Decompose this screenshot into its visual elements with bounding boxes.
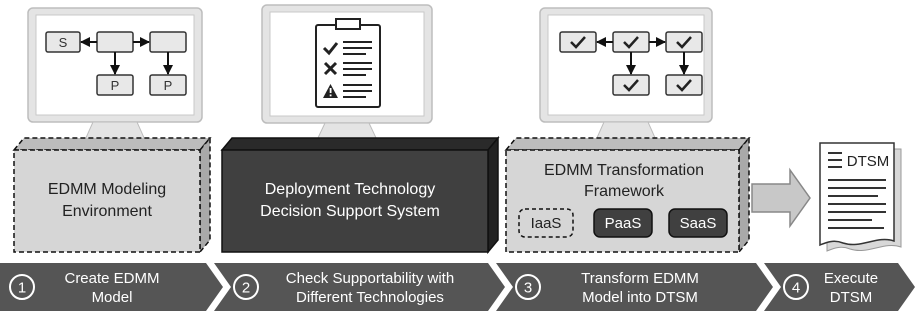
step-2-number: 2	[242, 280, 250, 297]
node-center	[96, 31, 134, 53]
stage-1: S P P EDMM Modeling Environment	[12, 7, 212, 255]
step-1-label-line-1: Create EDMM	[64, 270, 159, 287]
check-icon	[570, 36, 586, 49]
service-saas: SaaS	[668, 208, 728, 238]
step-3-label-line-2: Model into DTSM	[582, 289, 698, 306]
box-3-label-line-1: EDMM Transformation	[544, 162, 704, 179]
monitor-3	[539, 7, 713, 141]
service-paas: PaaS	[593, 208, 653, 238]
step-4-number-circle	[783, 274, 809, 300]
node-p-right-label: P	[164, 78, 173, 93]
service-saas-label: SaaS	[680, 215, 717, 232]
step-3-chevron	[496, 263, 773, 311]
step-2-number-circle	[233, 274, 259, 300]
step-bar: 1 Create EDMM Model 2 Check Supportabili…	[0, 263, 915, 311]
step-4-number: 4	[792, 280, 800, 297]
output-arrow	[751, 167, 811, 229]
box-3-label-line-2: Framework	[584, 183, 665, 200]
step-4-label-line-2: DTSM	[830, 289, 873, 306]
node-p-left	[96, 74, 134, 96]
check-icon	[676, 36, 692, 49]
box-2-label-line-2: Decision Support System	[260, 203, 440, 220]
model-graph: S P P	[45, 31, 187, 96]
service-paas-label: PaaS	[605, 215, 642, 232]
step-2-label-line-2: Different Technologies	[296, 289, 444, 306]
box-2-label-line-1: Deployment Technology	[265, 181, 435, 198]
node-right	[149, 31, 187, 53]
monitor-1: S P P	[27, 7, 203, 141]
service-iaas-label: IaaS	[531, 215, 562, 232]
clipboard-icon	[315, 18, 381, 108]
step-3-label-line-1: Transform EDMM	[581, 270, 699, 287]
step-1-number-circle	[9, 274, 35, 300]
box-1-label-line-2: Environment	[62, 203, 152, 220]
node-p-right	[149, 74, 187, 96]
check-icon	[676, 79, 692, 92]
check-icon	[322, 42, 339, 56]
edmm-modeling-environment-box: EDMM Modeling Environment	[12, 135, 212, 255]
service-iaas: IaaS	[518, 208, 574, 238]
step-2-label-line-1: Check Supportability with	[286, 270, 454, 287]
decision-support-system-box: Deployment Technology Decision Support S…	[220, 135, 500, 255]
check-icon	[623, 36, 639, 49]
monitor-2	[261, 4, 433, 141]
transformed-graph	[559, 31, 703, 96]
step-3-number: 3	[524, 280, 532, 297]
step-4-chevron	[764, 263, 915, 311]
check-icon	[623, 79, 639, 92]
warning-icon	[323, 84, 338, 98]
step-1-chevron	[0, 263, 223, 311]
stage-3: EDMM Transformation Framework IaaS PaaS …	[504, 7, 751, 255]
step-1-number: 1	[18, 280, 26, 297]
edmm-transformation-framework-box: EDMM Transformation Framework IaaS PaaS …	[504, 135, 751, 255]
step-1-label-line-2: Model	[92, 289, 133, 306]
dtsm-document: DTSM	[819, 142, 902, 252]
document-title: DTSM	[847, 153, 890, 170]
node-p-left-label: P	[111, 78, 120, 93]
node-s-label: S	[59, 35, 68, 50]
box-1-label-line-1: EDMM Modeling	[48, 181, 166, 198]
cross-icon	[323, 61, 338, 76]
stage-2: Deployment Technology Decision Support S…	[220, 4, 500, 255]
step-4-label-line-1: Execute	[824, 270, 878, 287]
step-2-chevron	[214, 263, 505, 311]
step-3-number-circle	[515, 274, 541, 300]
